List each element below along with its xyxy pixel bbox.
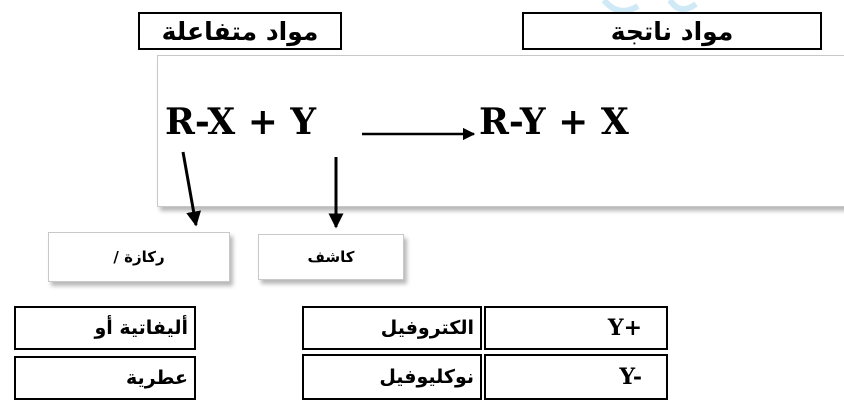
substrate-label: ركازة / bbox=[48, 232, 230, 282]
watermark-mark bbox=[598, 0, 722, 20]
equation-reactants-text: R-X + Y bbox=[165, 101, 317, 143]
equation-products-text: R-Y + X bbox=[479, 101, 629, 143]
reagent-type-electrophile: الكتروفيل bbox=[302, 306, 482, 350]
reagent-symbol-electrophile: Y+ bbox=[484, 306, 668, 350]
reagent-symbol-nucleophile: Y- bbox=[484, 354, 668, 400]
equation-panel bbox=[157, 55, 844, 207]
substrate-type-aliphatic: أليفاتية أو bbox=[14, 306, 196, 350]
reactants-label: مواد متفاعلة bbox=[138, 12, 342, 50]
substrate-type-aromatic: عطرية bbox=[14, 356, 196, 400]
reagent-type-nucleophile: نوكليوفيل bbox=[302, 354, 482, 400]
products-label: مواد ناتجة bbox=[522, 12, 822, 50]
reagent-label: كاشف bbox=[258, 234, 404, 280]
substrate-arrow bbox=[181, 151, 202, 227]
